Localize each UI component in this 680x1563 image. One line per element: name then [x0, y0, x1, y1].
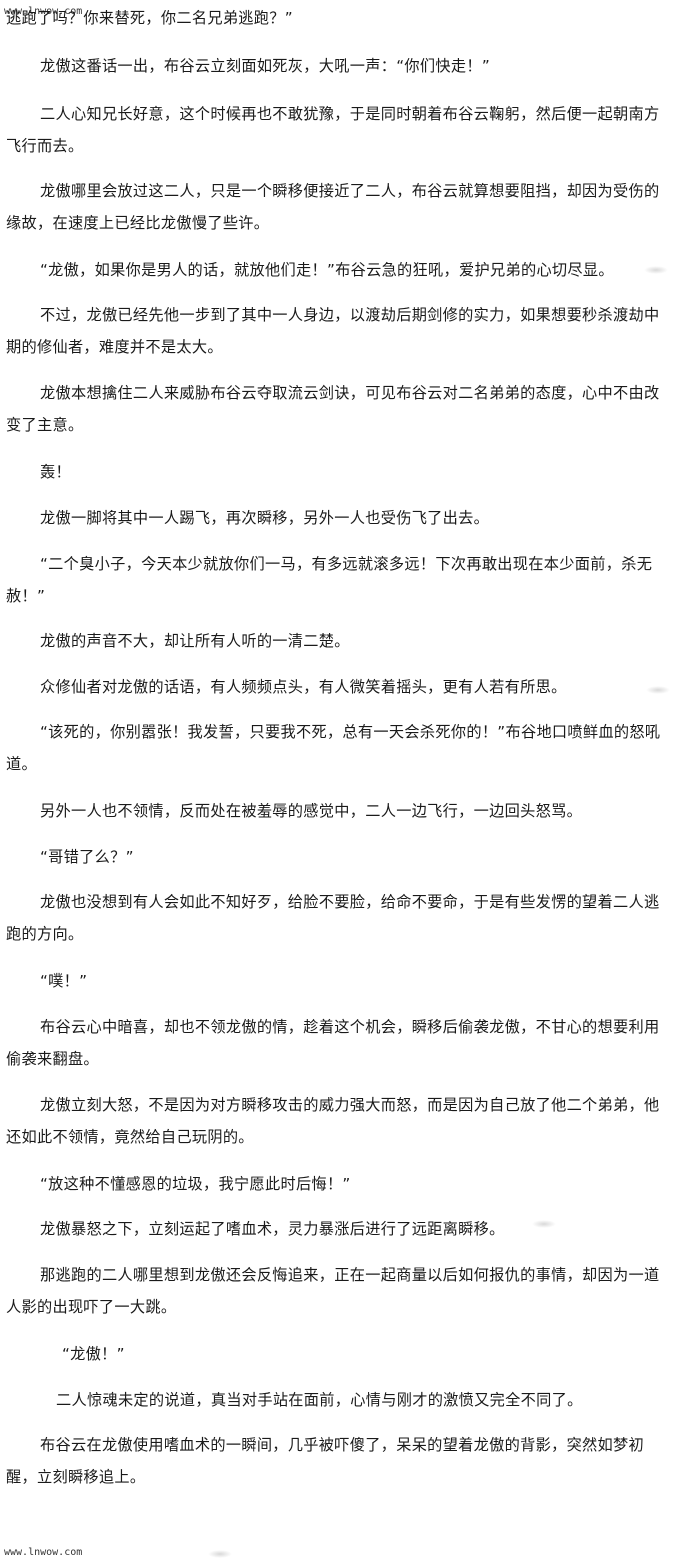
scan-smudge	[208, 1550, 232, 1558]
paragraph: 另外一人也不领情，反而处在被羞辱的感觉中，二人一边飞行，一边回头怒骂。	[40, 802, 583, 820]
paragraph: 龙傲一脚将其中一人踢飞，再次瞬移，另外一人也受伤飞了出去。	[40, 509, 490, 527]
paragraph: 龙傲也没想到有人会如此不知好歹，给脸不要脸，给命不要命，于是有些发愣的望着二人逃…	[6, 893, 660, 943]
paragraph: “该死的，你别嚣张！我发誓，只要我不死，总有一天会杀死你的！”布谷地口喷鲜血的怒…	[6, 723, 661, 773]
scan-smudge	[646, 686, 670, 694]
paragraph: “放这种不懂感恩的垃圾，我宁愿此时后悔！”	[40, 1175, 351, 1193]
watermark-top: www.lnwow.com	[4, 6, 83, 17]
scan-smudge	[644, 266, 668, 274]
paragraph: 逃跑了吗？你来替死，你二名兄弟逃跑？”	[6, 9, 293, 27]
paragraph: 龙傲本想擒住二人来威胁布谷云夺取流云剑诀，可见布谷云对二名弟弟的态度，心中不由改…	[6, 384, 660, 434]
paragraph: 轰！	[40, 463, 71, 481]
paragraph: 那逃跑的二人哪里想到龙傲还会反悔追来，正在一起商量以后如何报仇的事情，却因为一道…	[6, 1266, 660, 1316]
paragraph: 众修仙者对龙傲的话语，有人频频点头，有人微笑着摇头，更有人若有所思。	[40, 678, 567, 696]
paragraph: 布谷云心中暗喜，却也不领龙傲的情，趁着这个机会，瞬移后偷袭龙傲，不甘心的想要利用…	[6, 1018, 660, 1068]
paragraph: 二人心知兄长好意，这个时候再也不敢犹豫，于是同时朝着布谷云鞠躬，然后便一起朝南方…	[6, 105, 660, 155]
paragraph: 龙傲暴怒之下，立刻运起了嗜血术，灵力暴涨后进行了远距离瞬移。	[40, 1220, 505, 1238]
paragraph: 不过，龙傲已经先他一步到了其中一人身边，以渡劫后期剑修的实力，如果想要秒杀渡劫中…	[6, 306, 660, 356]
paragraph: 龙傲的声音不大，却让所有人听的一清二楚。	[40, 632, 350, 650]
paragraph: 龙傲哪里会放过这二人，只是一个瞬移便接近了二人，布谷云就算想要阻挡，却因为受伤的…	[6, 182, 660, 232]
paragraph: “龙傲！”	[62, 1345, 125, 1363]
watermark-bottom: www.lnwow.com	[4, 1547, 83, 1558]
paragraph: “噗！”	[40, 972, 88, 990]
paragraph: 龙傲立刻大怒，不是因为对方瞬移攻击的威力强大而怒，而是因为自己放了他二个弟弟，他…	[6, 1096, 660, 1146]
paragraph: “二个臭小子，今天本少就放你们一马，有多远就滚多远！下次再敢出现在本少面前，杀无…	[6, 555, 653, 605]
paragraph: 龙傲这番话一出，布谷云立刻面如死灰，大吼一声：“你们快走！”	[40, 57, 490, 75]
paragraph: “龙傲，如果你是男人的话，就放他们走！”布谷云急的狂吼，爱护兄弟的心切尽显。	[40, 261, 614, 279]
paragraph: 布谷云在龙傲使用嗜血术的一瞬间，几乎被吓傻了，呆呆的望着龙傲的背影，突然如梦初醒…	[6, 1436, 645, 1486]
scan-smudge	[532, 1220, 556, 1228]
paragraph: 二人惊魂未定的说道，真当对手站在面前，心情与刚才的激愤又完全不同了。	[56, 1391, 583, 1409]
paragraph: “哥错了么？”	[40, 848, 134, 866]
